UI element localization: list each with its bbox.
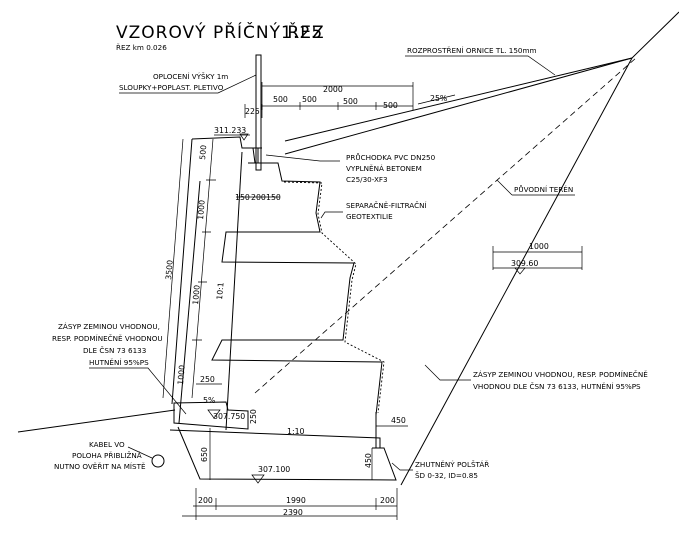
dim-height-4: 1000: [176, 365, 187, 386]
leader-backfill-right: [424, 364, 471, 381]
leader-cable: [127, 446, 153, 459]
dim-cushion-right: 450: [364, 453, 373, 468]
note-backfill-left-3: DLE ČSN 73 6133: [83, 346, 146, 355]
dim-right-toe: 450: [391, 416, 406, 425]
level-top-marker: [239, 133, 249, 141]
note-backfill-right-1: ZÁSYP ZEMINOU VHODNOU, RESP. PODMÍNEČNĚ: [473, 370, 648, 379]
level-cushion-marker: [251, 474, 265, 484]
level-right-terrain: 309.60: [511, 259, 538, 268]
drawing-subtitle: ŘEZ km 0.026: [116, 43, 167, 52]
dim-top-seg-3: 500: [343, 97, 358, 106]
dim-ticks-height: [192, 179, 216, 341]
dim-height-1: 500: [198, 145, 208, 161]
wall-inner-line: [178, 180, 201, 424]
note-original-terrain: PŮVODNÍ TERÉN: [514, 185, 573, 194]
left-ground-line: [17, 409, 176, 433]
dim-slope-top: 25%: [430, 94, 447, 103]
dim-height-total: 3500: [164, 260, 175, 281]
dim-line-height-total: [162, 138, 184, 399]
pipe-section: [248, 147, 262, 164]
dim-toe-width: 250: [200, 375, 215, 384]
leader-cushion: [391, 462, 413, 471]
topsoil-line: [284, 57, 633, 155]
dim-bottom-right: 200: [380, 496, 395, 505]
dim-right-width: 1000: [529, 242, 549, 251]
cable-circle-icon: [151, 454, 165, 468]
drawing-scale: 1:25: [281, 23, 323, 43]
dim-lines-cushion: [209, 428, 373, 480]
fence-post: [255, 54, 262, 171]
level-cushion-bottom: 307.100: [258, 465, 290, 474]
dim-top-total: 2000: [323, 85, 343, 94]
footing-base: [169, 429, 381, 449]
note-backfill-right-2: VHODNOU DLE ČSN 73 6133, HUTNĚNÍ 95%PS: [473, 382, 641, 391]
dim-fence-offset: 225: [245, 107, 260, 116]
dim-lines-bottom: [182, 505, 397, 517]
note-geotextile-2: GEOTEXTILIE: [346, 212, 393, 221]
dim-footing-slope: 1:10: [287, 427, 305, 436]
note-cushion-2: ŠD 0-32, ID=0.85: [415, 471, 478, 480]
dim-toe-height: 250: [249, 409, 258, 424]
top-terrain-line: [284, 11, 679, 142]
dim-toe-slope: 5%: [203, 396, 215, 405]
dim-bottom-total: 2390: [283, 508, 303, 517]
level-right-marker: [514, 267, 526, 275]
dim-cushion-left: 650: [200, 447, 209, 462]
dim-ticks-bottom: [195, 488, 398, 520]
leader-backfill-left: [89, 367, 187, 415]
note-cable-2: POLOHA PŘIBLIŽNÁ: [72, 451, 142, 460]
wall-inner-face: [225, 151, 243, 431]
dim-block-3: 150: [266, 193, 281, 202]
note-fence-2: SLOUPKY+POPLAST. PLETIVO: [119, 83, 224, 92]
dim-bottom-mid: 1990: [286, 496, 306, 505]
leader-geotextile: [320, 211, 343, 219]
level-top-wall: 311.233: [214, 126, 246, 135]
leader-fence: [119, 74, 257, 94]
original-terrain-line: [254, 57, 637, 394]
note-topsoil: ROZPROSTŘENÍ ORNICE TL. 150mm: [407, 46, 537, 55]
note-geotextile-1: SEPARAČNĚ-FILTRAČNÍ: [346, 201, 427, 210]
dim-top-seg-2: 500: [302, 95, 317, 104]
wall-footing: [173, 401, 249, 430]
level-footing-marker: [207, 409, 221, 419]
note-pipe-1: PRŮCHODKA PVC DN250: [346, 153, 436, 162]
dim-ticks-top: [261, 82, 414, 110]
dim-block-2: 200: [251, 193, 266, 202]
leader-pipe: [265, 154, 340, 162]
dim-bottom-left: 200: [198, 496, 213, 505]
note-cable-1: KABEL VO: [89, 440, 125, 449]
note-cable-3: NUTNO OVĚŘIT NA MÍSTĚ: [54, 462, 146, 471]
level-footing-top: 307.750: [213, 412, 245, 421]
dim-batter: 10:1: [215, 282, 225, 300]
dim-height-3: 1000: [191, 285, 202, 306]
drawing-title: VZOROVÝ PŘÍČNÝ ŘEZ: [116, 21, 325, 43]
note-cushion-1: ZHUTNĚNÝ POLŠTÁŘ: [415, 460, 489, 469]
dim-line-right-width: [492, 246, 583, 270]
dim-line-height-segments: [191, 138, 214, 399]
note-fence-1: OPLOCENÍ VÝŠKY 1m: [153, 72, 228, 81]
wall-back-face: [171, 138, 193, 405]
note-backfill-left-1: ZÁSYP ZEMINOU VHODNOU,: [58, 322, 160, 331]
right-excavation-slope: [400, 57, 633, 486]
slope-arrow-top: [417, 94, 456, 105]
dim-block-1: 150: [235, 193, 250, 202]
dim-height-2: 1000: [196, 200, 207, 221]
leader-topsoil: [405, 55, 556, 76]
geotextile-line: [283, 181, 385, 414]
note-backfill-left-2: RESP. PODMÍNEČNĚ VHODNOU: [52, 334, 163, 343]
dim-ticks-fence-offset: [244, 104, 263, 118]
dim-top-seg-4: 500: [383, 101, 398, 110]
dim-top-seg-1: 500: [273, 95, 288, 104]
leader-original-terrain: [496, 179, 575, 196]
note-backfill-left-4: HUTNĚNÍ 95%PS: [89, 358, 149, 367]
note-pipe-3: C25/30-XF3: [346, 175, 388, 184]
note-pipe-2: VYPLNĚNÁ BETONEM: [346, 164, 422, 173]
compacted-cushion: [177, 426, 397, 481]
